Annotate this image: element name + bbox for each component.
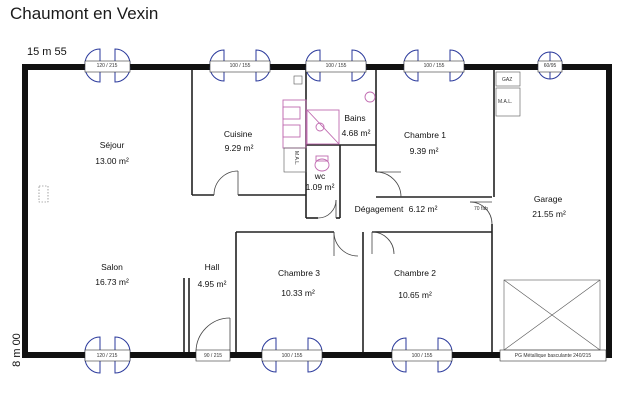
mal-cuisine-label: M.A.L. <box>293 151 299 166</box>
room-chambre3-name: Chambre 3 <box>277 268 321 278</box>
room-wc-area: 1.09 m² <box>305 182 335 192</box>
room-chambre2-name: Chambre 2 <box>393 268 437 278</box>
garage-door-outline <box>503 279 601 351</box>
door-swings <box>195 170 493 353</box>
opening-garage-door: PG Métallique basculante 240/215 <box>514 353 592 359</box>
gaz-label: GAZ <box>502 77 513 83</box>
hall-boiler <box>283 75 307 173</box>
room-salon-area: 16.73 m² <box>95 277 129 287</box>
room-salon-name: Salon <box>101 262 123 272</box>
room-cuisine-name: Cuisine <box>223 129 253 139</box>
room-garage-area: 21.55 m² <box>532 209 566 219</box>
opening-bains-window: 100 / 155 <box>325 63 347 69</box>
room-hall-name: Hall <box>204 262 220 272</box>
room-sejour-area: 13.00 m² <box>95 156 129 166</box>
radiator <box>38 185 49 203</box>
opening-entry-door: 90 / 215 <box>203 353 223 359</box>
room-chambre3-area: 10.33 m² <box>281 288 315 298</box>
room-sejour-name: Séjour <box>99 140 125 150</box>
garage-utility <box>495 71 521 117</box>
room-cuisine-area: 9.29 m² <box>224 143 254 153</box>
opening-salon-window: 120 / 215 <box>96 353 118 359</box>
opening-sejour-window: 120 / 215 <box>96 63 118 69</box>
room-chambre2-area: 10.65 m² <box>398 290 432 300</box>
exterior-walls <box>22 64 612 358</box>
interior-walls <box>183 70 495 352</box>
room-garage-name: Garage <box>533 194 563 204</box>
opening-garage-inner-door: 70 fab <box>474 206 488 212</box>
room-chambre1-name: Chambre 1 <box>403 130 447 140</box>
page-title: Chaumont en Vexin <box>10 4 159 23</box>
width-dimension: 15 m 55 <box>27 46 67 58</box>
opening-garage-window: 60/95 <box>543 63 557 69</box>
room-bains-name: Bains <box>344 113 366 123</box>
room-hall-area: 4.95 m² <box>197 279 227 289</box>
opening-cuisine-window: 100 / 155 <box>229 63 251 69</box>
room-degagement-area: 6.12 m² <box>408 204 438 214</box>
room-wc-name: wc <box>314 171 326 181</box>
opening-chambre1-window: 100 / 155 <box>423 63 445 69</box>
room-degagement-name: Dégagement <box>354 204 404 214</box>
mal-garage-label: M.A.L. <box>498 99 513 105</box>
window-frames <box>84 60 607 362</box>
opening-chambre3-window: 100 / 155 <box>281 353 303 359</box>
opening-chambre2-window: 100 / 155 <box>411 353 433 359</box>
room-chambre1-area: 9.39 m² <box>409 146 439 156</box>
room-bains-area: 4.68 m² <box>341 128 371 138</box>
